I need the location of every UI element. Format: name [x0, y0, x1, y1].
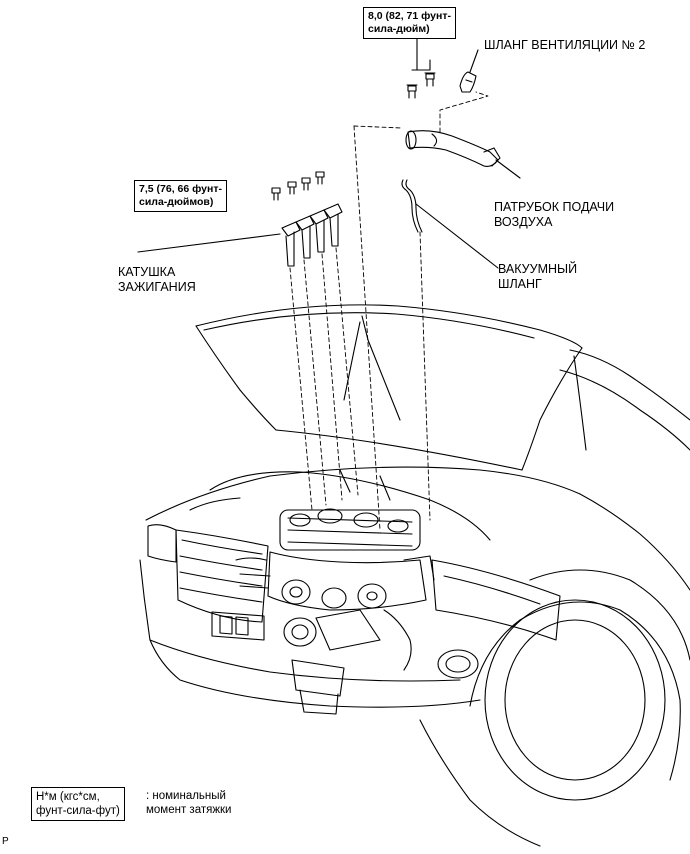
ventilation-hose	[459, 49, 479, 93]
ignition-coils	[137, 203, 343, 267]
license-plate	[211, 611, 265, 641]
callout-vacuum-hose-line1: ВАКУУМНЫЙ	[498, 262, 578, 276]
legend-unit-box: Н*м (кгс*см, фунт-сила-фут)	[31, 787, 125, 821]
legend-description: : номинальный момент затяжки	[146, 789, 231, 817]
torque-spec-line1: 8,0 (82, 71 фунт-	[368, 10, 451, 22]
torque-spec-line2: сила-дюйм)	[368, 23, 430, 35]
vacuum-hose	[401, 179, 499, 269]
callout-ignition-coil: КАТУШКА ЗАЖИГАНИЯ	[118, 265, 196, 295]
throttle-bolts	[406, 37, 436, 99]
callout-air-intake: ПАТРУБОК ПОДАЧИ ВОЗДУХА	[494, 200, 614, 230]
legend-unit-line2: фунт-сила-фут)	[36, 805, 120, 817]
legend-unit-line1: Н*м (кгс*см,	[36, 791, 100, 803]
callout-ignition-coil-line2: ЗАЖИГАНИЯ	[118, 280, 196, 294]
coil-bolts	[271, 171, 325, 201]
torque-spec-line2: сила-дюймов)	[139, 196, 214, 208]
callout-ignition-coil-line1: КАТУШКА	[118, 265, 176, 279]
legend-desc-line2: момент затяжки	[146, 804, 232, 816]
callout-air-intake-line1: ПАТРУБОК ПОДАЧИ	[494, 200, 615, 214]
callout-vacuum-hose-line2: ШЛАНГ	[498, 277, 542, 291]
air-intake-duct	[405, 130, 521, 179]
callout-air-intake-line2: ВОЗДУХА	[494, 215, 553, 229]
vehicle-body	[139, 349, 690, 847]
callout-vent-hose: ШЛАНГ ВЕНТИЛЯЦИИ № 2	[484, 38, 646, 52]
footer-code: P	[2, 836, 9, 847]
callout-vacuum-hose: ВАКУУМНЫЙ ШЛАНГ	[498, 262, 577, 292]
torque-spec-throttle-bolts: 8,0 (82, 71 фунт- сила-дюйм)	[363, 7, 456, 39]
torque-spec-coil-bolts: 7,5 (76, 66 фунт- сила-дюймов)	[134, 180, 227, 212]
engine-assembly	[189, 469, 491, 715]
torque-spec-line1: 7,5 (76, 66 фунт-	[139, 183, 222, 195]
hood	[195, 304, 583, 471]
legend-desc-line1: : номинальный	[146, 790, 226, 802]
alignment-lines	[289, 91, 489, 531]
